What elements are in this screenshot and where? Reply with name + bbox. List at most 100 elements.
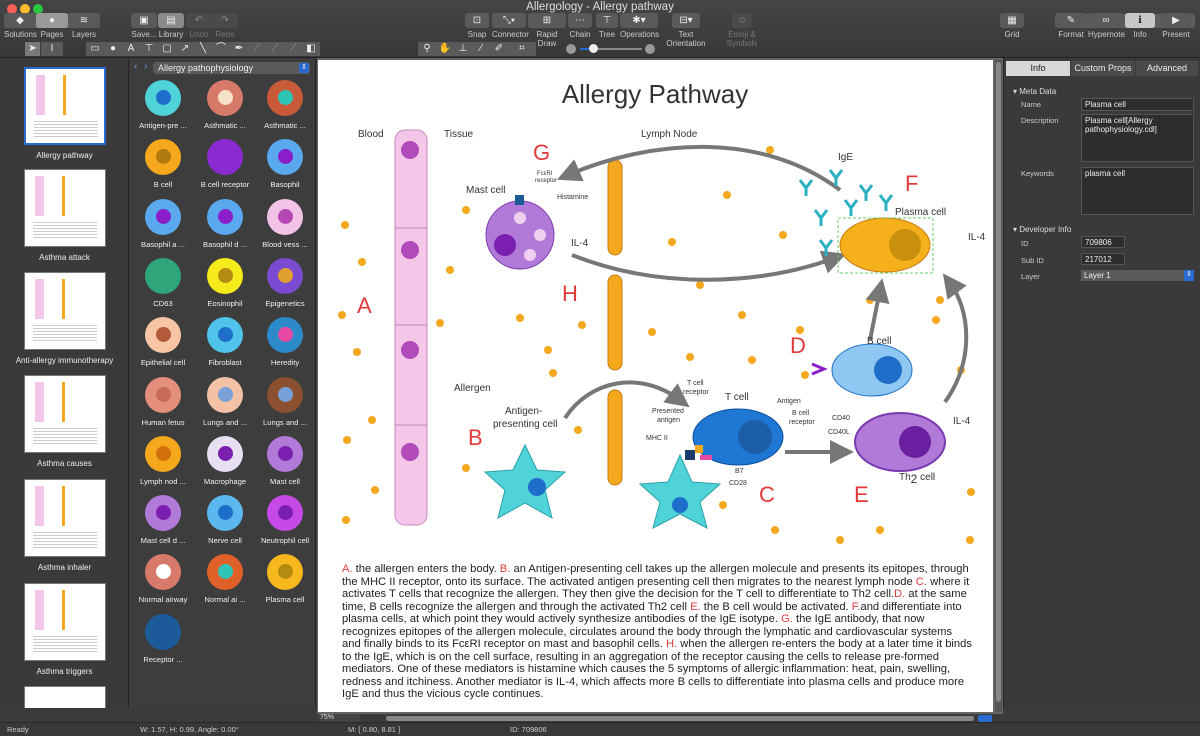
library-item[interactable]: Asthmatic ... [194, 78, 256, 130]
chain-button[interactable]: ⋯Chain [568, 13, 592, 39]
tree-button[interactable]: ⊤Tree [596, 13, 618, 39]
antigen-presenting-cell[interactable] [483, 443, 722, 529]
lymph-vessel[interactable] [607, 159, 623, 486]
zoom-slider-thumb[interactable] [589, 44, 598, 53]
library-item[interactable]: Basophil a ... [132, 197, 194, 249]
snap-button[interactable]: ⊡Snap [465, 13, 489, 39]
library-item[interactable]: Human fetus [132, 375, 194, 427]
close-window-button[interactable] [7, 4, 17, 14]
save-button[interactable]: ▣Save... [131, 13, 157, 39]
hypernote-button[interactable]: ∞Hypernote [1088, 13, 1125, 39]
library-item[interactable]: CD63 [132, 256, 194, 308]
pages-button[interactable]: ●Pages [36, 13, 68, 39]
diagram-canvas[interactable]: Allergy Pathway Blood Tissue Lymph Node … [318, 60, 993, 712]
library-item[interactable]: Plasma cell [254, 552, 316, 604]
t-cell[interactable] [685, 408, 784, 466]
present-button[interactable]: ▶Present [1160, 13, 1192, 39]
line-tool[interactable]: ╲ [194, 42, 212, 56]
library-item[interactable]: Neutrophil cell [254, 493, 316, 545]
tab-advanced[interactable]: Advanced [1136, 61, 1198, 76]
library-item[interactable]: Eosinophil [194, 256, 256, 308]
page-thumbnail[interactable]: Anti-allergy immunotherapy [0, 272, 128, 365]
pen-tool[interactable]: ✒ [230, 42, 248, 56]
emoji-symbols-button[interactable]: ☺Emoji & Symbols [726, 13, 758, 48]
minimize-window-button[interactable] [20, 4, 30, 14]
library-item[interactable]: B cell [132, 137, 194, 189]
library-button[interactable]: ▤Library [158, 13, 184, 39]
library-item[interactable]: Blood vess ... [254, 197, 316, 249]
subid-field[interactable]: 217012 [1081, 253, 1125, 265]
library-item[interactable]: Antigen-pre ... [132, 78, 194, 130]
layers-button[interactable]: ≋Layers [68, 13, 100, 39]
ellipse-tool[interactable]: ● [104, 42, 122, 56]
zoom-tool[interactable]: ⚲ [418, 42, 436, 56]
library-item[interactable]: Mast cell [254, 434, 316, 486]
library-item[interactable]: B cell receptor [194, 137, 256, 189]
library-item[interactable]: Normal airway [132, 552, 194, 604]
page-thumbnail[interactable]: Asthma inhaler [0, 479, 128, 572]
pan-tool[interactable]: ✋ [436, 42, 454, 56]
library-item[interactable]: Epithelial cell [132, 315, 194, 367]
grid-button[interactable]: ▦Grid [1000, 13, 1024, 39]
library-item[interactable]: Fibroblast [194, 315, 256, 367]
redo-button[interactable]: ↷Redo [212, 13, 238, 39]
undo-button[interactable]: ↶Undo [186, 13, 212, 39]
library-item[interactable]: Lungs and ... [194, 375, 256, 427]
zoom-slider[interactable] [580, 48, 642, 50]
library-item[interactable]: Lymph nod ... [132, 434, 194, 486]
library-selector[interactable]: Allergy pathophysiology⇕ [153, 62, 310, 74]
rectangle-tool[interactable]: ▭ [86, 42, 104, 56]
bezier-tool[interactable]: ⟋ [248, 42, 266, 56]
blood-vessel[interactable] [394, 129, 428, 526]
textbox-tool[interactable]: ⊤ [140, 42, 158, 56]
callout-tool[interactable]: ▢ [158, 42, 176, 56]
developer-info-section[interactable]: ▾ Developer Info [1013, 225, 1072, 234]
library-item[interactable]: Asthmatic ... [254, 78, 316, 130]
library-item[interactable]: Mast cell d ... [132, 493, 194, 545]
stamp-tool[interactable]: ⊥ [454, 42, 472, 56]
text-tool[interactable]: A [122, 42, 140, 56]
mast-cell[interactable] [485, 195, 555, 270]
meta-data-section[interactable]: ▾ Meta Data [1013, 87, 1057, 96]
page-thumbnail[interactable]: Asthma causes [0, 375, 128, 468]
text-orientation-button[interactable]: ⊟▾Text Orientation [666, 13, 706, 48]
zoom-out-icon[interactable] [566, 44, 576, 54]
id-field[interactable]: 709806 [1081, 236, 1125, 248]
library-item[interactable]: Normal ai ... [194, 552, 256, 604]
tab-custom-props[interactable]: Custom Props [1071, 61, 1135, 76]
freehand-tool[interactable]: ⟋ [284, 42, 302, 56]
text-select-tool[interactable]: I [41, 42, 63, 56]
format-painter-tool[interactable]: ✐ [490, 42, 508, 56]
tab-info[interactable]: Info [1006, 61, 1070, 76]
library-item[interactable]: Nerve cell [194, 493, 256, 545]
arrow-tool[interactable]: ↗ [176, 42, 194, 56]
crop-tool[interactable]: ⌗ [508, 42, 536, 56]
library-forward-button[interactable]: › [144, 61, 148, 72]
zoom-window-button[interactable] [33, 4, 43, 14]
horizontal-scrollbar[interactable] [386, 716, 974, 721]
polyline-tool[interactable]: ⟋ [266, 42, 284, 56]
connector-button[interactable]: ⤡▾Connector [492, 13, 529, 39]
library-item[interactable]: Receptor ... [132, 612, 194, 664]
library-item[interactable]: Basophil [254, 137, 316, 189]
select-tool[interactable]: ➤ [25, 42, 40, 56]
container-tool[interactable]: ◧ [302, 42, 320, 56]
th2-cell[interactable] [854, 412, 946, 472]
zoom-in-icon[interactable] [645, 44, 655, 54]
library-item[interactable]: Macrophage [194, 434, 256, 486]
library-item[interactable]: Epigenetics [254, 256, 316, 308]
keywords-field[interactable]: plasma cell [1081, 167, 1194, 215]
b-cell[interactable] [811, 343, 913, 397]
layer-select[interactable]: Layer 1⇕ [1081, 270, 1194, 281]
page-thumbnail[interactable]: Asthma attack [0, 169, 128, 262]
page-thumbnail[interactable]: Allergy pathway [0, 67, 128, 160]
page-nav-button[interactable] [978, 715, 992, 722]
library-item[interactable]: Basophil d ... [194, 197, 256, 249]
format-button[interactable]: ✎Format [1055, 13, 1087, 39]
description-field[interactable]: Plasma cell[Allergy pathophysiology.cdl] [1081, 114, 1194, 162]
operations-button[interactable]: ✱▾Operations [620, 13, 660, 39]
rapid-draw-button[interactable]: ⊞Rapid Draw [528, 13, 566, 48]
library-item[interactable]: Lungs and ... [254, 375, 316, 427]
solutions-button[interactable]: ◆Solutions [4, 13, 37, 39]
